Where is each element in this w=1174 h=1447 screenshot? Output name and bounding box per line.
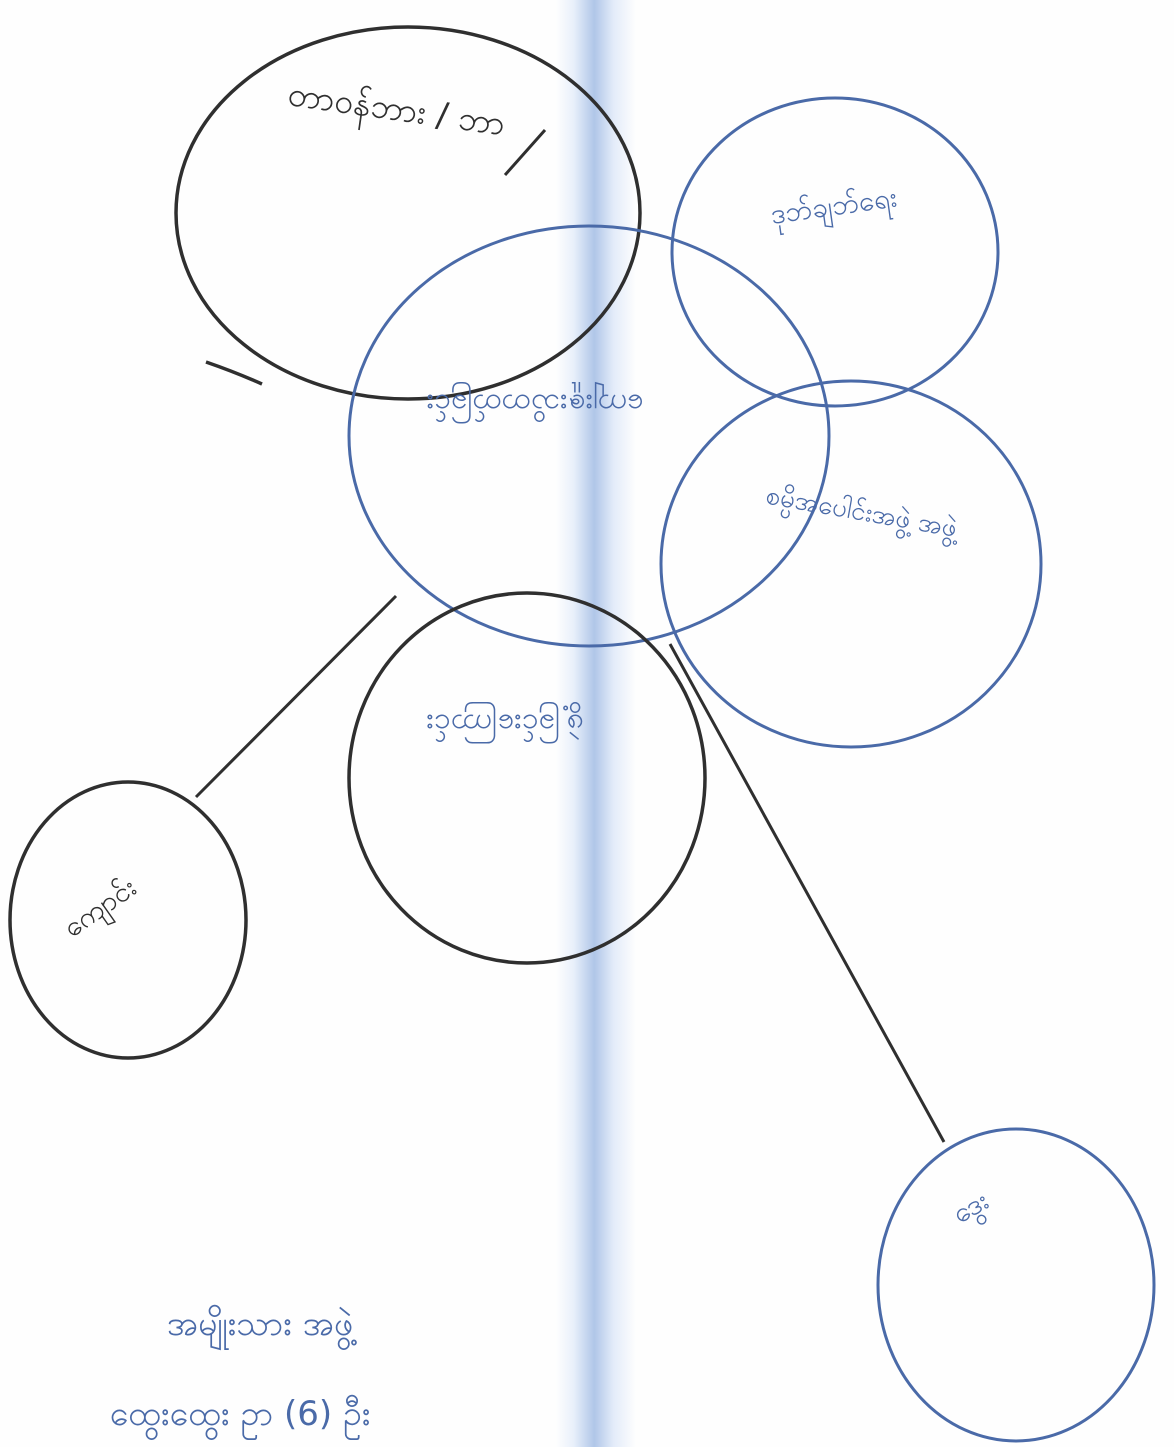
label-right: စမ္ပိအပေါင်းအဖွဲ့ အဖွဲ့ [763, 480, 963, 550]
connector-center-to-left [194, 594, 398, 799]
label-top-left: တာဝန်ဘား / ဘာ [285, 74, 508, 150]
label-bottom-center: ဖွဲ့ခြင်းကြောင်း [426, 701, 584, 744]
circle-top-left-tail [205, 360, 263, 386]
footer-line-2: ထွေးထွေး ဥာ (6) ဦး [110, 1394, 371, 1440]
connector-center-to-bottom-right [668, 643, 946, 1143]
label-bottom-right: ဒွေး [946, 1184, 997, 1236]
label-center: ကျေးဇူးသိတတ်ခြင်း [426, 381, 643, 424]
circle-left [8, 780, 248, 1060]
circle-top-left [174, 25, 642, 401]
label-left: ကျောင်း [56, 870, 145, 949]
circle-bottom-right [876, 1127, 1156, 1443]
paper-fold-shadow [556, 0, 636, 1447]
slash-mark [503, 129, 547, 176]
circle-bottom-center [347, 591, 707, 965]
circle-right [659, 379, 1043, 749]
circle-top-right [670, 96, 1000, 408]
circle-center [347, 224, 831, 648]
footer-line-1: အမျိုးသား အဖွဲ့ [167, 1304, 358, 1350]
label-top-right: ဒုဘ်ချဘ်ရေး [768, 179, 899, 236]
